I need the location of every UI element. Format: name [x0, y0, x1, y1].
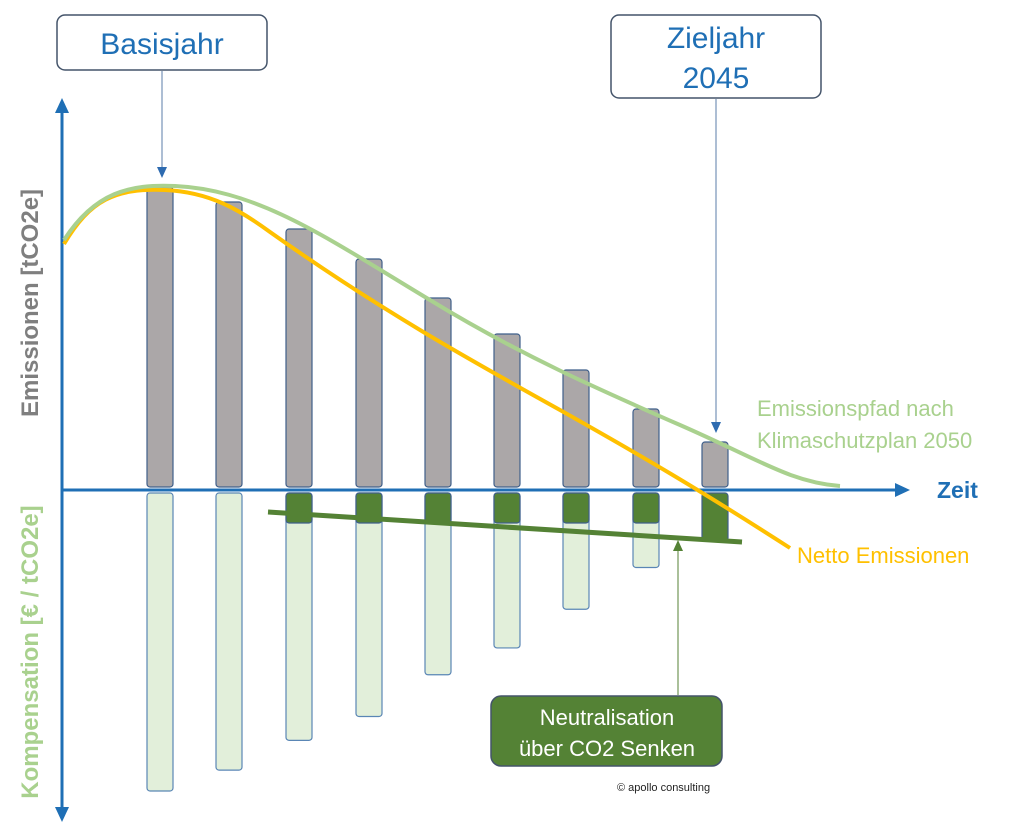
emission-bar — [701, 441, 729, 488]
y-axis-arrow-down — [55, 807, 69, 822]
y-axis-label-emissionen: Emissionen [tCO2e] — [17, 189, 44, 417]
basisjahr-box — [56, 14, 268, 71]
x-axis-arrow — [895, 483, 910, 497]
emission-bar — [493, 333, 521, 488]
emissionspfad-label-line1: Emissionspfad nach — [757, 396, 954, 421]
netto-emissionen-line — [62, 187, 792, 550]
emission-bar — [285, 228, 313, 488]
emission-bar — [562, 369, 590, 488]
basisjahr-pointer-arrow — [157, 167, 167, 178]
zieljahr-label-line2: 2045 — [683, 62, 750, 95]
emission-bar — [146, 186, 174, 488]
zieljahr-box — [610, 14, 822, 99]
emissionspfad-label-line2: Klimaschutzplan 2050 — [757, 428, 972, 453]
copyright-text: © apollo consulting — [617, 782, 710, 794]
neutralisation-pointer-arrow — [673, 540, 683, 551]
neutralisation-bar — [424, 492, 452, 524]
basisjahr-label: Basisjahr — [100, 28, 223, 61]
emission-bar — [215, 201, 243, 488]
neutralisation-bar — [632, 492, 660, 524]
neutralisation-bar — [562, 492, 590, 524]
emissionspfad-curve — [62, 183, 841, 488]
zieljahr-pointer-arrow — [711, 422, 721, 433]
compensation-bar — [355, 492, 383, 718]
compensation-bar — [215, 492, 243, 771]
emission-bar — [424, 297, 452, 488]
zieljahr-label-line1: Zieljahr — [667, 22, 765, 55]
emission-bar — [355, 258, 383, 488]
compensation-bar — [285, 492, 313, 741]
netto-emissionen-label: Netto Emissionen — [797, 543, 969, 568]
neutralisation-label-line1: Neutralisation — [540, 705, 675, 730]
x-axis-label-zeit: Zeit — [937, 477, 978, 503]
bars-group — [146, 186, 729, 792]
neutralisation-box — [490, 695, 723, 767]
neutralisation-trend-line — [267, 509, 743, 545]
neutralisation-bar — [285, 492, 313, 524]
y-axis-label-kompensation: Kompensation [€ / tCO2e] — [17, 505, 44, 798]
compensation-bar — [146, 492, 174, 792]
neutralisation-bar — [493, 492, 521, 524]
emission-bar — [632, 408, 660, 488]
y-axis-arrow-up — [55, 98, 69, 113]
neutralisation-label-line2: über CO2 Senken — [519, 736, 695, 761]
